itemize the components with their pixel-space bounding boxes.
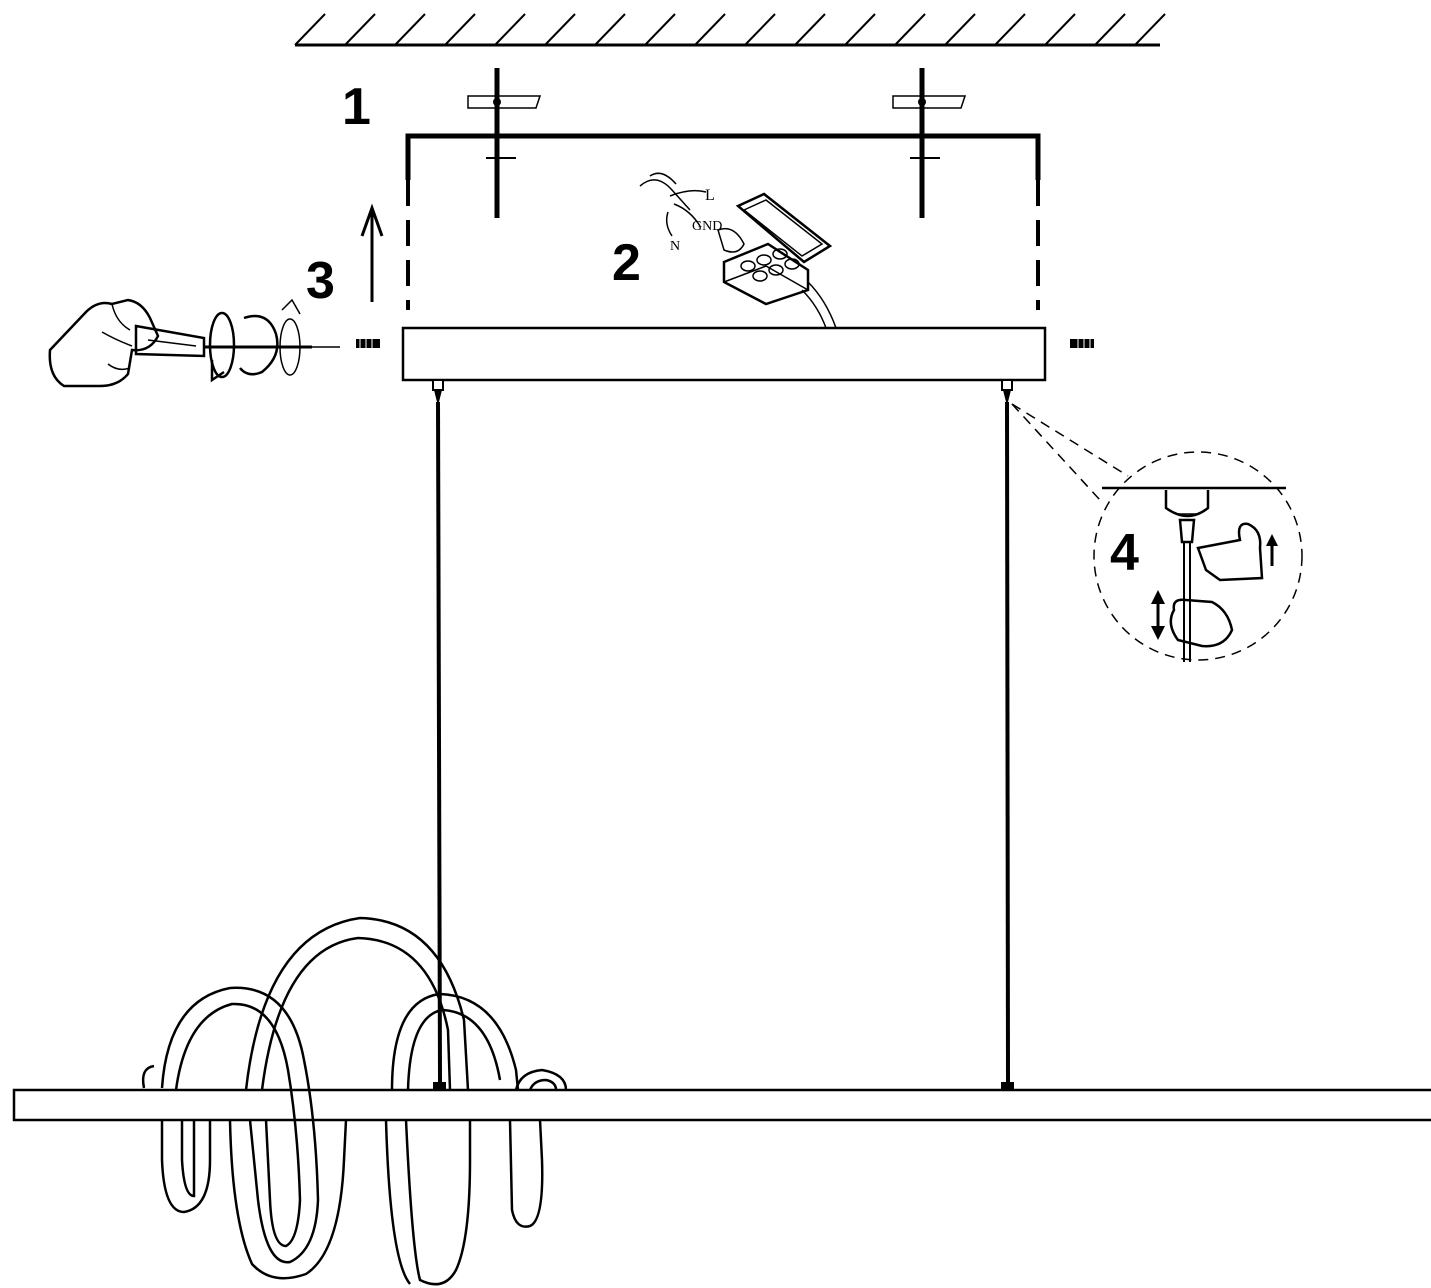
step-1-label: 1 (342, 78, 371, 136)
grip-hand-icon (1169, 598, 1234, 648)
wire-label-ground: GND (692, 219, 722, 234)
wire-label-live: L (705, 187, 715, 204)
side-screw-right (1070, 339, 1094, 348)
screwdriver-hand-icon (48, 298, 340, 388)
small-up-arrow-icon (1266, 534, 1278, 566)
double-arrow-icon (1151, 590, 1165, 640)
canopy (401, 326, 1047, 382)
light-bar (12, 1088, 1431, 1122)
ceiling-screw-left (467, 68, 542, 218)
ceiling-hatching (294, 13, 1166, 46)
ceiling-screw-right (892, 68, 967, 218)
side-screw-left (356, 339, 380, 348)
step-2-label: 2 (612, 234, 641, 292)
wiring-connection-icon: L GND N (639, 172, 837, 329)
height-adjust-detail: 4 (1011, 403, 1303, 662)
wire-label-neutral: N (670, 239, 680, 254)
up-arrow-icon (360, 203, 384, 302)
step-4-label: 4 (1110, 524, 1139, 582)
spiral-light-tube (141, 916, 568, 1286)
step-3-label: 3 (306, 252, 335, 310)
thumb-hand-icon (1196, 522, 1264, 582)
mounting-bracket (405, 133, 1041, 310)
suspension-cable-right (1001, 379, 1014, 1094)
ceiling (294, 13, 1166, 47)
